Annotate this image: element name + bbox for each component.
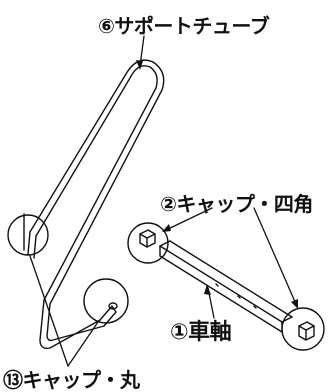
label-support-tube: ⑥サポートチューブ — [98, 14, 270, 38]
detail-circle-cap-round-right — [83, 278, 129, 324]
support-tube-drawing — [23, 59, 165, 350]
detail-circle-cap-round-left — [7, 214, 49, 256]
leader-cap-round-right — [67, 321, 99, 367]
leader-cap-square-left — [162, 207, 213, 232]
label-cap-square: ②キャップ・四角 — [160, 192, 313, 216]
leader-cap-round-left — [29, 255, 69, 367]
label-axle: ①車軸 — [170, 320, 232, 345]
detail-circle-cap-square-right — [281, 307, 325, 351]
leader-cap-square-right — [253, 207, 298, 309]
label-cap-round: ⑬キャップ・丸 — [3, 368, 140, 392]
detail-circle-cap-square-left — [127, 222, 169, 264]
leader-support-tube — [136, 35, 145, 70]
leader-axle — [204, 284, 215, 319]
square-cap-left-drawing — [139, 229, 156, 248]
square-cap-right-drawing — [298, 321, 315, 341]
round-cap-drawing — [108, 302, 118, 310]
